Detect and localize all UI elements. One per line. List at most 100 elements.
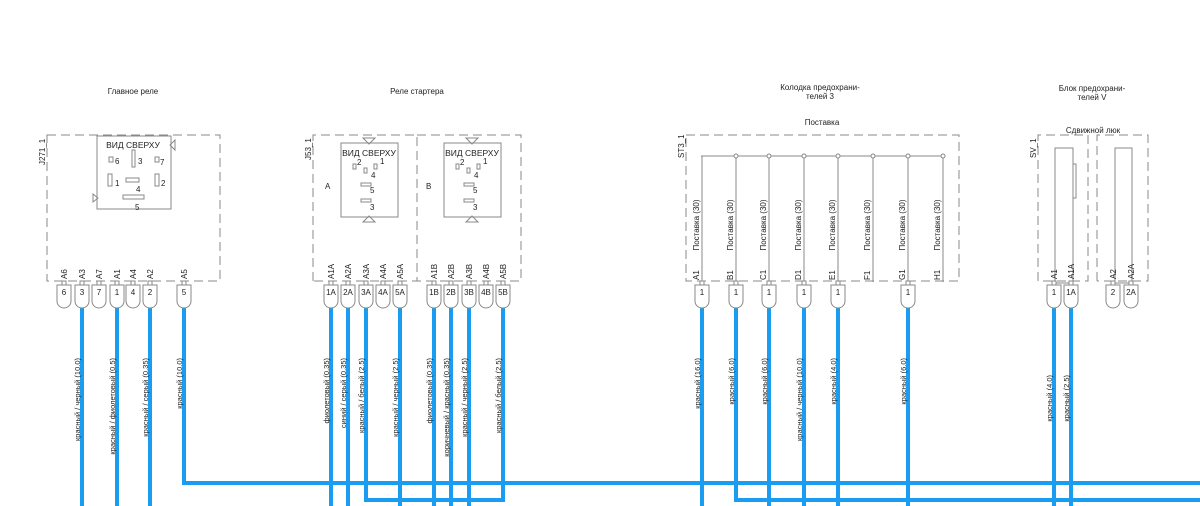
fuse-slot: Поставка (30) D1	[794, 153, 807, 282]
fuse-pin-label: D1	[794, 269, 803, 280]
connector-label: 4	[131, 288, 136, 297]
pin-label: A1	[1050, 269, 1059, 279]
connector-label: 3	[80, 288, 85, 297]
relay-pin-1: 1	[115, 179, 120, 188]
pin-label: A2	[1109, 269, 1118, 279]
relay-pin: 5	[370, 186, 375, 195]
top-view-label: ВИД СВЕРХУ	[342, 148, 396, 158]
fuse-slot: Поставка (30)F1	[863, 153, 876, 282]
connector-label: 3B	[464, 288, 474, 297]
fuse-slot-label: Поставка (30)	[933, 199, 942, 250]
connector-label: 2	[148, 288, 153, 297]
main-relay: J271_1 ВИД СВЕРХУ 6 3 7 1 4 2 5	[38, 134, 221, 282]
connector-label: 4A	[378, 288, 388, 297]
relay-pin: 2	[357, 158, 362, 167]
connector-pin[interactable]: 1	[761, 280, 777, 309]
connector-pin[interactable]: 2 A2	[1105, 269, 1121, 309]
pin-label: A3	[78, 269, 87, 279]
pin-label: A4	[129, 269, 138, 279]
connector-pin[interactable]: 5A5	[176, 269, 192, 309]
relay-pin-3: 3	[138, 157, 143, 166]
connector-label: 1	[802, 288, 807, 297]
connector-label: 1A	[1066, 288, 1076, 297]
connector-label: 1	[1052, 288, 1057, 297]
connector-pin[interactable]: 1 A1	[1046, 269, 1062, 309]
relay-pin-7: 7	[160, 158, 165, 167]
connector-label: 2	[1111, 288, 1116, 297]
pin-label: A5	[180, 269, 189, 279]
pin-label: A1A	[1067, 263, 1076, 279]
pin-label: A1A	[327, 263, 336, 279]
pin-label: A3A	[362, 263, 371, 279]
relay-pin-6: 6	[115, 157, 120, 166]
pin-label: A5A	[396, 263, 405, 279]
fuse-slot: Поставка (30)B1	[726, 153, 739, 282]
connector-label: 6	[62, 288, 67, 297]
wire-label: красный / белый (2.5)	[357, 358, 366, 433]
fuse-slot: Поставка (30) G1	[898, 153, 911, 282]
fuse-slot-label: Поставка (30)	[898, 199, 907, 250]
fuse-block-v-title-2: телей V	[1078, 93, 1108, 102]
wire-label: красный / белый (2.5)	[494, 358, 503, 433]
pin-label: A6	[60, 269, 69, 279]
pin-label: A2A	[344, 263, 353, 279]
connector-pin[interactable]: 1	[694, 280, 710, 309]
pin-label: A1B	[430, 264, 439, 279]
connector-pin[interactable]: 1A A1A	[323, 263, 339, 309]
connector-pin[interactable]: 1	[728, 280, 744, 309]
connector-label: 3A	[361, 288, 371, 297]
fuse-pin-label: C1	[759, 269, 768, 280]
fuse-pin-label: G1	[898, 269, 907, 280]
connector-pin[interactable]: 7A7	[91, 269, 107, 309]
main-relay-top-view: ВИД СВЕРХУ	[106, 140, 160, 150]
pin-label: A3B	[465, 264, 474, 279]
connector-pin[interactable]: 3B A3B	[461, 264, 477, 309]
connector-pin[interactable]: 1	[830, 280, 846, 309]
section-b-label: B	[426, 182, 431, 191]
wire-label: красный (10.0)	[175, 358, 184, 409]
fuse-block-3-subtitle: Поставка	[805, 118, 840, 127]
connector-pin[interactable]: 1A1	[109, 269, 125, 309]
relay-pin: 1	[483, 157, 488, 166]
fuse-block-v: SV_1	[1029, 134, 1149, 284]
connector-pin[interactable]: 6 A6	[56, 269, 72, 309]
relay-pin: 1	[380, 157, 385, 166]
connector-pin[interactable]: 1	[900, 280, 916, 309]
relay-pin: 3	[370, 203, 375, 212]
relay-pin: 5	[473, 186, 478, 195]
wire-label: красный / черный (2.5)	[460, 358, 469, 437]
wire-label: красный (2.5)	[1062, 375, 1071, 422]
fuse-slot-label: Поставка (30)	[759, 199, 768, 250]
wire-label: красный / черный (10.0)	[73, 358, 82, 441]
fuse-slot-label: Поставка (30)	[794, 199, 803, 250]
connector-pin[interactable]: 4 A4	[125, 269, 141, 309]
fuse-slot: Поставка (30)H1	[933, 153, 946, 282]
connector-pin[interactable]: 1A A1A	[1063, 263, 1079, 309]
connector-label: 5B	[498, 288, 508, 297]
relay-pin-4: 4	[136, 185, 141, 194]
pin-label: A4B	[482, 264, 491, 279]
top-view-label: ВИД СВЕРХУ	[445, 148, 499, 158]
wire-label: красный / черный (2.5)	[391, 358, 400, 437]
fuse-block-v-subtitle: Сдвижной люк	[1066, 126, 1121, 135]
connector-pin[interactable]: 3A A3A	[358, 263, 374, 309]
wire-label: фиолетовый (0.35)	[322, 358, 331, 424]
wire-label: красный (16.0)	[693, 358, 702, 409]
relay-pin-2: 2	[161, 179, 166, 188]
connector-pin[interactable]: 3 A3	[74, 269, 90, 309]
relay-pin: 2	[460, 158, 465, 167]
starter-relay-id: J53_1	[304, 138, 313, 160]
connector-pin[interactable]: 1	[796, 280, 812, 309]
connector-pin[interactable]: 2A2	[142, 269, 158, 309]
connector-label: 1A	[326, 288, 336, 297]
